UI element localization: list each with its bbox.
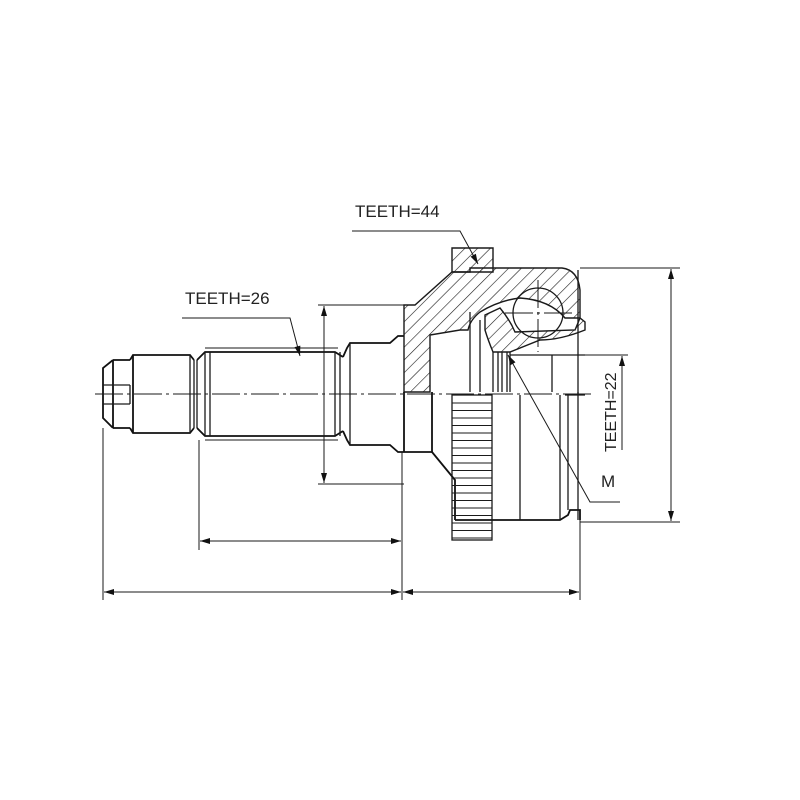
dimensions	[102, 267, 680, 600]
label-thread-m: M	[601, 472, 615, 491]
leaders	[182, 230, 620, 503]
label-teeth-22: TEETH=22	[603, 372, 620, 452]
label-teeth-44: TEETH=44	[355, 202, 440, 221]
label-teeth-26: TEETH=26	[185, 289, 270, 308]
abs-tone-ring	[451, 394, 493, 541]
bell-housing	[403, 247, 586, 521]
